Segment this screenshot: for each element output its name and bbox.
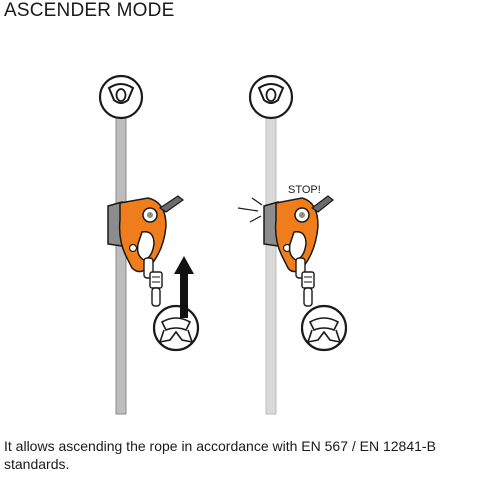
connector-lanyard [143, 257, 163, 307]
left-panel [98, 74, 200, 415]
rope-right [265, 107, 277, 415]
harness-icon [152, 304, 200, 352]
harness-icon [300, 304, 348, 352]
impact-lines-icon [237, 197, 263, 223]
rope-left [115, 107, 127, 415]
ascender-device [263, 195, 334, 273]
up-arrow-icon [174, 256, 194, 318]
page-title: ASCENDER MODE [4, 0, 175, 21]
anchor-ring-icon [98, 74, 144, 120]
ascender-device [107, 195, 184, 273]
stop-callout: STOP! [288, 184, 321, 196]
ascender-diagram: STOP! [98, 74, 348, 415]
connector-lanyard [295, 257, 315, 307]
anchor-ring-icon [248, 74, 294, 120]
right-panel: STOP! [237, 74, 348, 415]
caption-text: It allows ascending the rope in accordan… [4, 438, 436, 472]
